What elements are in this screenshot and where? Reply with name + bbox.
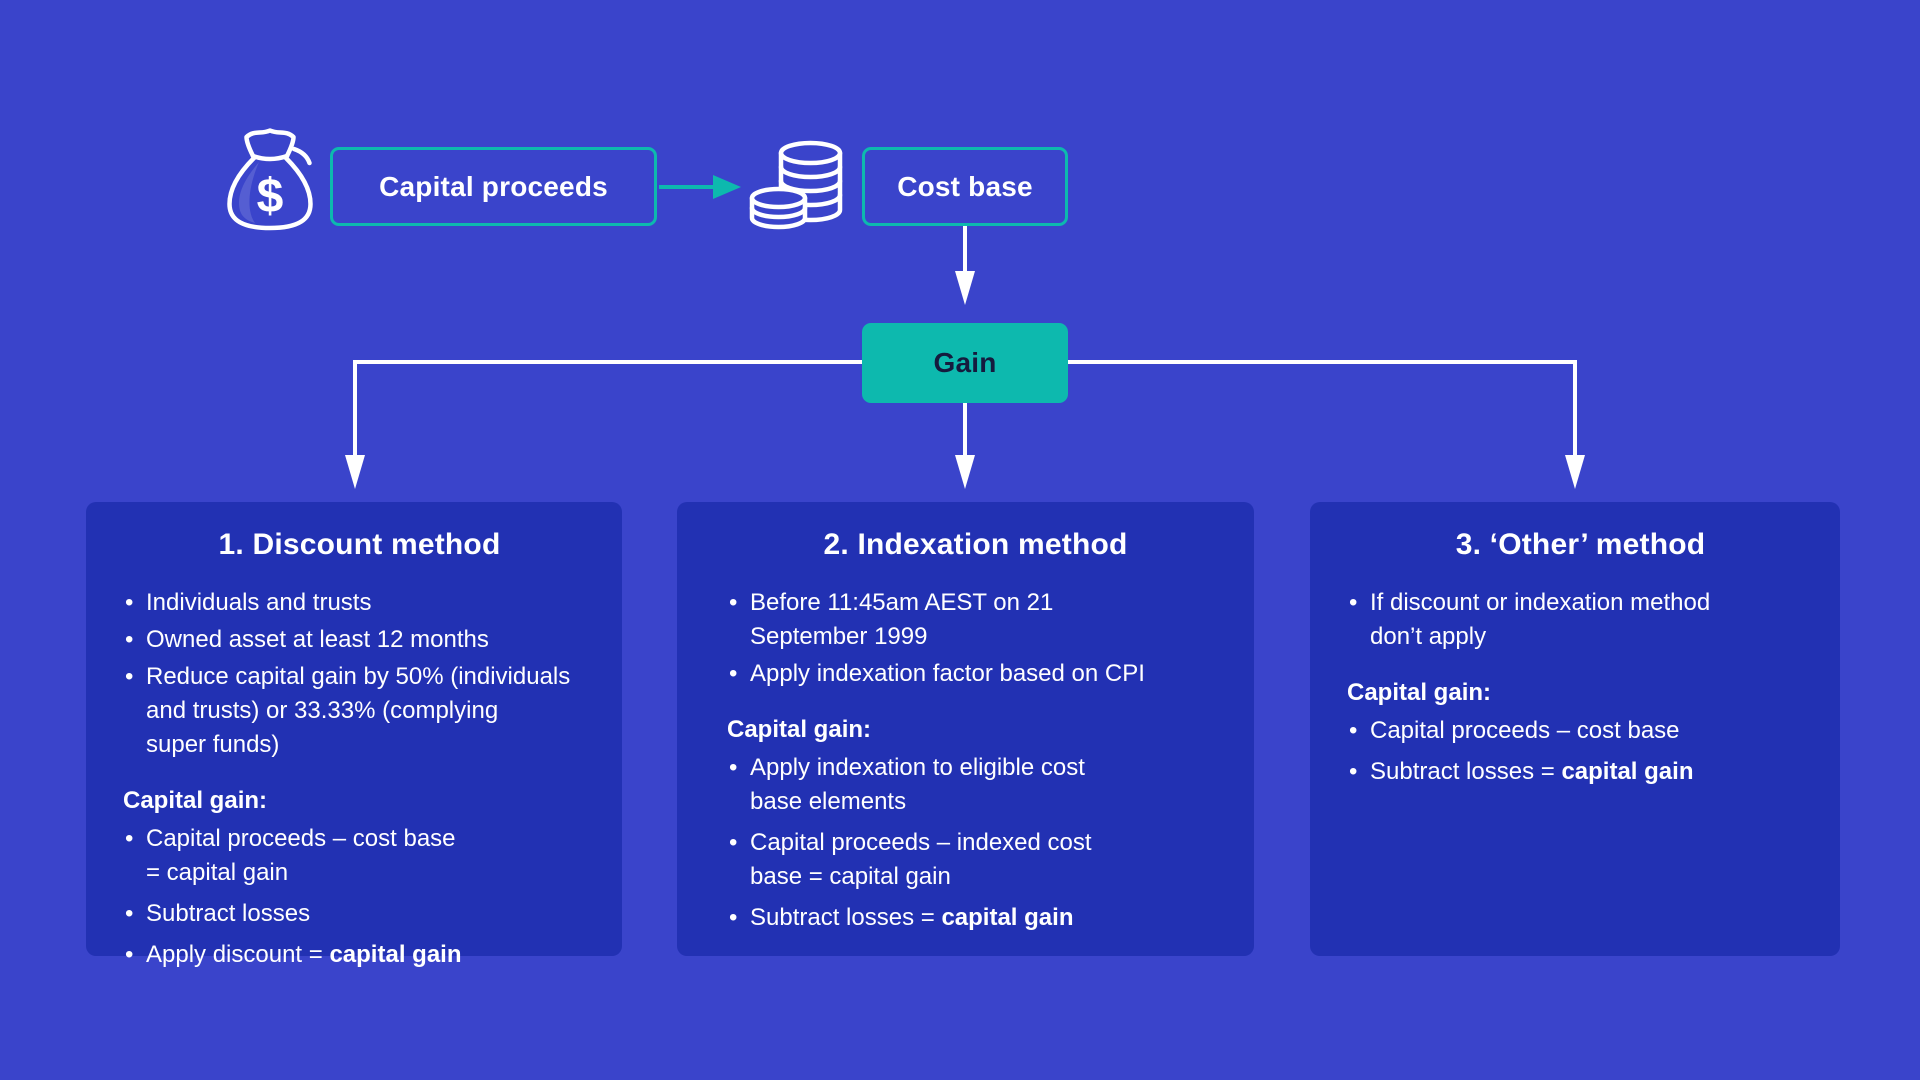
bullet-item: Before 11:45am AEST on 21 September 1999 (727, 586, 1224, 654)
capital-proceeds-box: Capital proceeds (330, 147, 657, 226)
bullet-item: Capital proceeds – indexed cost base = c… (727, 826, 1224, 894)
capital-gain-label: Capital gain: (727, 716, 872, 743)
arrow-down-icon (345, 455, 365, 489)
capital-gain-bullet-list: Capital proceeds – cost base = capital g… (123, 822, 596, 972)
svg-text:$: $ (257, 170, 284, 223)
bullet-item: Subtract losses (123, 897, 596, 931)
bullet-item: Subtract losses = capital gain (727, 901, 1224, 935)
card-title: 1. Discount method (218, 528, 501, 561)
other-method-card: 3. ‘Other’ method If discount or indexat… (1310, 502, 1840, 956)
bullet-item: Capital proceeds – cost base = capital g… (123, 822, 596, 890)
bullet-item: Capital proceeds – cost base (1347, 714, 1814, 748)
proceeds-to-costbase-line (659, 185, 715, 189)
arrow-down-icon (1565, 455, 1585, 489)
bullet-item: Subtract losses = capital gain (1347, 755, 1814, 789)
bullet-bold-text: capital gain (329, 941, 462, 968)
card-bullet-list: Individuals and trustsOwned asset at lea… (123, 586, 596, 762)
discount-method-card: 1. Discount method Individuals and trust… (86, 502, 622, 972)
arrow-down-icon (955, 455, 975, 489)
bullet-item: If discount or indexation method don’t a… (1347, 586, 1814, 654)
costbase-to-gain-line (963, 226, 967, 273)
arrow-right-icon (713, 175, 741, 199)
branch-left-line (353, 360, 357, 457)
gain-box: Gain (862, 323, 1068, 403)
bullet-bold-text: capital gain (1561, 758, 1694, 785)
gain-label: Gain (933, 347, 997, 378)
arrow-down-icon (955, 271, 975, 305)
card-bullet-list: Before 11:45am AEST on 21 September 1999… (727, 586, 1224, 691)
bullet-item: Apply indexation to eligible cost base e… (727, 751, 1224, 819)
bullet-item: Reduce capital gain by 50% (individuals … (123, 660, 596, 762)
card-title: 2. Indexation method (823, 528, 1128, 561)
cost-base-label: Cost base (897, 170, 1033, 202)
bullet-item: Individuals and trusts (123, 586, 596, 620)
capital-proceeds-label: Capital proceeds (379, 170, 608, 202)
card-bullet-list: If discount or indexation method don’t a… (1347, 586, 1814, 654)
capital-gain-bullet-list: Apply indexation to eligible cost base e… (727, 751, 1224, 935)
card-title: 3. ‘Other’ method (1455, 528, 1706, 561)
indexation-method-card: 2. Indexation method Before 11:45am AEST… (677, 502, 1254, 956)
cost-base-box: Cost base (862, 147, 1068, 226)
capital-gain-label: Capital gain: (123, 787, 268, 814)
bullet-item: Apply indexation factor based on CPI (727, 657, 1224, 691)
capital-gain-bullet-list: Capital proceeds – cost baseSubtract los… (1347, 714, 1814, 789)
bullet-item: Owned asset at least 12 months (123, 623, 596, 657)
branch-right-line (1573, 360, 1577, 457)
money-bag-icon: $ (227, 128, 313, 231)
branch-middle-line (963, 403, 967, 457)
bullet-bold-text: capital gain (941, 904, 1074, 931)
bullet-item: Apply discount = capital gain (123, 938, 596, 972)
coins-icon (749, 140, 843, 230)
capital-gain-label: Capital gain: (1347, 679, 1492, 706)
